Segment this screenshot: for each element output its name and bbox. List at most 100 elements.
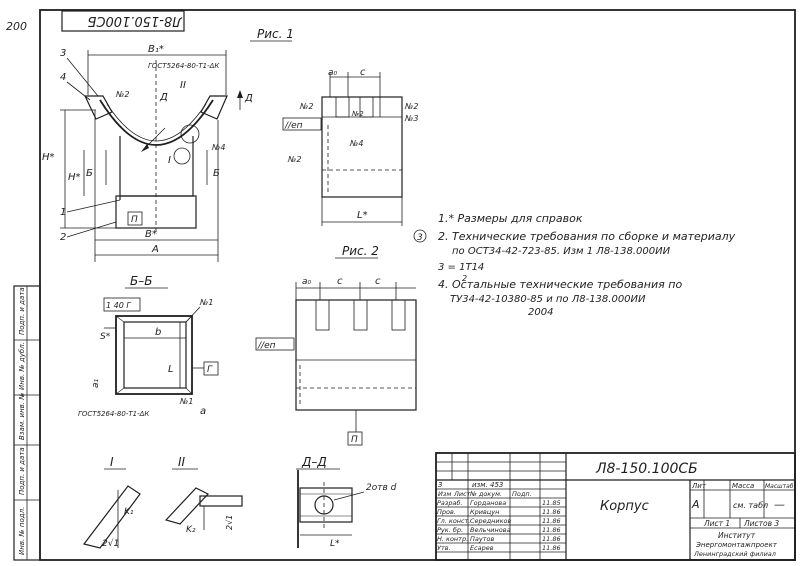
section-l: L	[168, 364, 174, 375]
note-4c: 2004	[528, 307, 553, 318]
tb-name: Корпус	[600, 499, 649, 514]
side-strip-3: Взам. инв. №	[18, 392, 26, 440]
tb-r4-role: Рук. бр.	[437, 526, 463, 534]
side-no2: №2	[299, 102, 313, 111]
section-bb-title: Б–Б	[130, 274, 152, 288]
section-dd-l: L*	[330, 539, 340, 549]
dim-a-label: A	[151, 244, 159, 255]
detail-i-plate	[82, 485, 141, 549]
dim-b1-label: B₁*	[148, 44, 164, 55]
section-g: Г	[207, 365, 213, 375]
tb-org2: Энергомонтажпроект	[695, 541, 778, 549]
label-bb-left: Б	[86, 168, 93, 179]
tb-h-date: Подп.	[512, 490, 532, 498]
saddle-arc	[99, 99, 214, 146]
fig2-flatness: //еп	[257, 341, 276, 351]
side-no4: №4	[349, 139, 363, 148]
note-2b: по ОСТ34-42-723-85. Изм 1 Л8-138.000ИИ	[452, 246, 671, 257]
dim-h-label: H*	[42, 152, 55, 163]
flatness-label: //еп	[284, 121, 303, 131]
fig2-p: П	[351, 435, 358, 445]
tb-org1: Институт	[718, 531, 756, 540]
side-strip-1: Инв. № подл.	[18, 507, 26, 555]
detail-ii-k2: K₂	[186, 525, 196, 535]
tb-r5-date: 11.86	[542, 535, 561, 543]
rev-note: изм. 453	[472, 481, 503, 489]
tb-org3: Ленинградский филиал	[693, 550, 776, 558]
label-ii: II	[180, 80, 186, 91]
side-no2c: №2	[404, 102, 418, 111]
fig2-title: Рис. 2	[342, 244, 379, 258]
rotated-stamp: Л8-150.100СБ	[87, 13, 183, 28]
side-no2b: №2	[351, 110, 364, 118]
tb-r6-role: Утв.	[437, 544, 451, 552]
detail-ii-z: 2√1	[225, 515, 234, 530]
section-dd-hole-label: 2отв d	[366, 483, 397, 493]
tb-h-name: Лист	[453, 490, 471, 498]
detail-i-z: 2√1	[102, 538, 119, 549]
tb-r5-role: Н. контр.	[437, 535, 468, 543]
detail-i-title: I	[110, 455, 114, 469]
dim-hh-label: H*	[68, 172, 81, 183]
section-b: b	[155, 327, 161, 338]
tb-h-role: Изм	[438, 490, 451, 498]
side-strip-5: Подп. и дата	[18, 287, 26, 335]
callout-2: 2	[60, 232, 66, 243]
section-a: a	[200, 406, 206, 417]
title-block	[435, 452, 796, 561]
right-wing	[200, 95, 228, 120]
tb-r3-role: Гл. конст.	[437, 517, 471, 525]
fig2-flatness-frame	[255, 337, 295, 351]
tb-r5-name: Паутов	[470, 535, 494, 543]
flatness-frame	[282, 117, 322, 131]
fig2-body	[295, 299, 417, 411]
tolerance-frame	[103, 297, 141, 312]
dim-c: c	[360, 67, 366, 78]
dim-a0: a₀	[328, 68, 338, 78]
section-bb-outer	[115, 315, 193, 395]
detail-ii-bar	[199, 495, 243, 507]
fig2-a0: a₀	[302, 277, 312, 287]
tb-r1-date: 11.85	[542, 499, 561, 507]
gost-weld-2: ГОСТ5264-80-Т1-ΔК	[78, 410, 150, 418]
tb-r2-date: 11.86	[542, 508, 561, 516]
tb-r6-name: Есарев	[470, 544, 494, 552]
section-g-box	[203, 361, 219, 376]
note-4: 4. Остальные технические требования по	[438, 278, 682, 291]
dim-bstar-label: B*	[145, 229, 157, 240]
callout-1: 1	[60, 207, 66, 218]
tb-r3-name: Середников	[470, 517, 512, 525]
tb-lit-header: Лит	[691, 482, 707, 490]
label-no2: №2	[115, 90, 129, 99]
side-no2d: №2	[287, 155, 301, 164]
label-d-arrow: Д	[244, 93, 253, 104]
tb-scale-header: Масштаб	[765, 483, 794, 490]
tb-r4-name: Вельчинова	[470, 526, 511, 534]
rev-circle	[413, 229, 427, 243]
label-i: I	[168, 155, 171, 166]
label-p: П	[131, 215, 138, 225]
detail-circle-i	[173, 147, 191, 165]
base-marker-box	[127, 211, 143, 226]
note-3b: 2	[462, 274, 467, 283]
page-number: 200	[6, 20, 27, 33]
detail-ii-plate	[164, 487, 209, 525]
sheet-frame	[39, 9, 796, 561]
tb-r2-name: Кривцун	[470, 508, 499, 516]
tb-h-sign: № докум.	[469, 490, 502, 498]
section-n1: №1	[179, 397, 193, 406]
note-4b: ТУ34-42-10380-85 и по Л8-138.000ИИ	[450, 294, 646, 305]
callout-4: 4	[60, 72, 66, 83]
tb-lit-value: А	[691, 498, 700, 511]
gost-weld-1: ГОСТ5264-80-Т1-ΔК	[148, 62, 220, 70]
side-strip-4: Инв. № дубл.	[18, 342, 26, 390]
section-a1: a₁	[91, 378, 101, 388]
fig2-c1: c	[337, 276, 343, 287]
detail-circle-ii	[180, 124, 200, 144]
tb-mass-header: Масса	[732, 482, 754, 490]
rotated-stamp-box	[61, 10, 185, 32]
label-bb-right: Б	[213, 168, 220, 179]
dim-lstar-label: L*	[357, 210, 368, 221]
side-no3: №3	[404, 114, 418, 123]
